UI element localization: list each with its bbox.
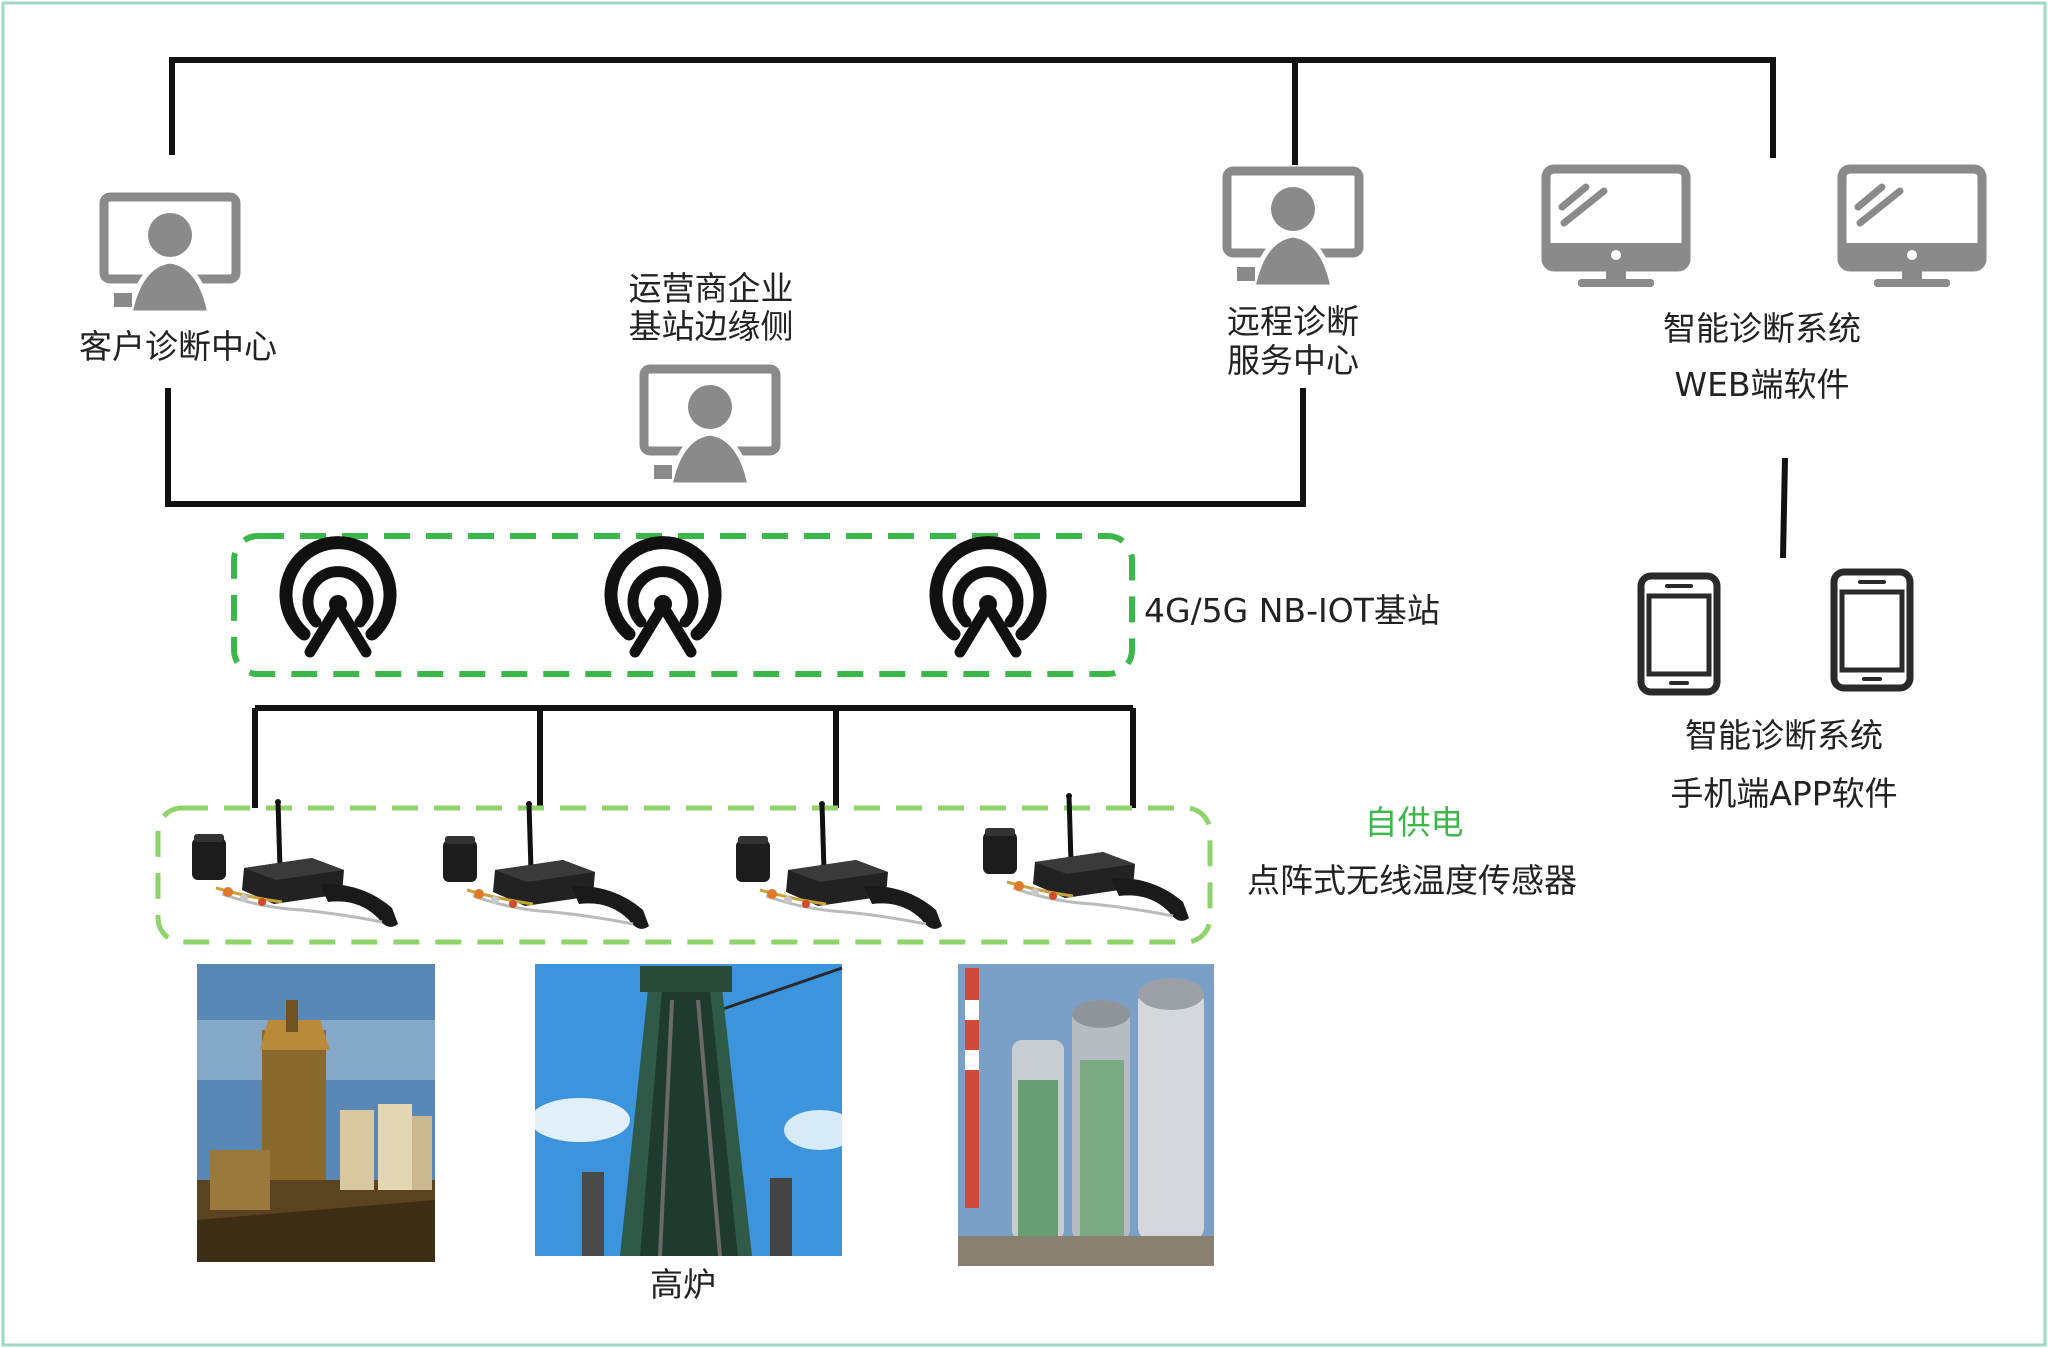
web-software-label-line1: 智能诊断系统 [1663, 309, 1861, 348]
remote-center-label-line1: 远程诊断 [1227, 302, 1359, 341]
app-software-label-line2: 手机端APP软件 [1670, 774, 1897, 813]
web-monitor-icon-1 [1546, 169, 1686, 287]
operator-edge-workstation-icon [644, 369, 776, 485]
connector-lines [165, 57, 1788, 808]
remote-center-label-line2: 服务中心 [1227, 341, 1359, 380]
smartphone-icon-2 [1834, 572, 1910, 688]
web-monitor-icon-2 [1842, 169, 1982, 287]
sensor-device-icon-2 [443, 801, 649, 929]
industrial-plant-photo-3 [958, 964, 1214, 1266]
base-station-group-box [231, 533, 1135, 677]
antenna-icon-2 [611, 543, 715, 652]
self-powered-label: 自供电 [1365, 803, 1464, 842]
operator-edge-label-line1: 运营商企业 [629, 269, 794, 308]
blast-furnace-photo [530, 964, 856, 1257]
antenna-icon-1 [286, 543, 390, 652]
base-station-label: 4G/5G NB-IOT基站 [1144, 591, 1440, 630]
sensor-device-icon-3 [736, 801, 942, 929]
industrial-plant-photo-1 [197, 964, 435, 1262]
sensor-label: 点阵式无线温度传感器 [1247, 861, 1577, 900]
smartphone-icon-1 [1641, 576, 1717, 692]
operator-edge-label-line2: 基站边缘侧 [629, 307, 794, 346]
remote-center-workstation-icon [1227, 171, 1359, 287]
sensor-group-box [155, 805, 1213, 945]
sensor-device-icon-4 [983, 793, 1189, 921]
antenna-icon-3 [936, 543, 1040, 652]
customer-center-workstation-icon [104, 197, 236, 313]
customer-center-label: 客户诊断中心 [79, 327, 277, 366]
sensor-device-icon-1 [192, 799, 398, 927]
app-software-label-line1: 智能诊断系统 [1685, 716, 1883, 755]
blast-furnace-label: 高炉 [650, 1265, 716, 1304]
web-software-label-line2: WEB端软件 [1674, 365, 1849, 404]
